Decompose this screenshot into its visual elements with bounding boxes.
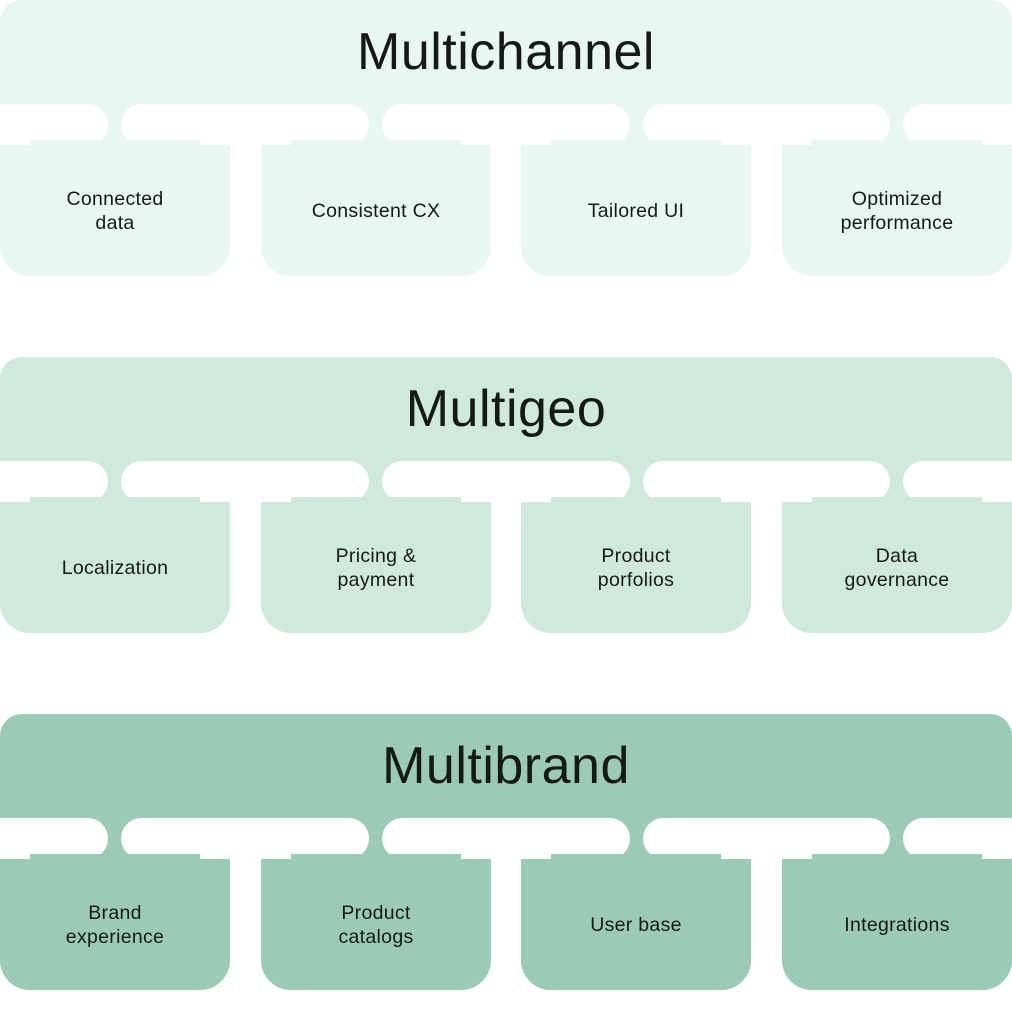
- item-card: Pricing & payment: [335, 544, 417, 591]
- item-card-body: [261, 145, 491, 276]
- item-card-body: [0, 502, 230, 633]
- item-card: Tailored UI: [587, 199, 685, 222]
- item-card-body: [261, 859, 491, 990]
- connector-gap: [643, 461, 890, 502]
- connector-gap: [382, 818, 630, 859]
- card-join: [30, 140, 200, 170]
- connector-gap: [643, 818, 890, 859]
- item-card-body: [782, 859, 1012, 990]
- item-card-body: [0, 859, 230, 990]
- section-multibrand: Multibrand Brand experience Product cata…: [0, 714, 1012, 991]
- item-card: User base: [590, 913, 682, 936]
- item-card: Brand experience: [65, 901, 165, 948]
- card-gap: [230, 854, 261, 991]
- card-join: [291, 497, 461, 527]
- card-join: [551, 140, 721, 170]
- section-title: Multigeo: [405, 380, 607, 438]
- connector-gap: [903, 104, 1012, 145]
- card-join: [291, 140, 461, 170]
- connector-gap: [121, 818, 369, 859]
- connector-gap: [382, 104, 630, 145]
- item-card: Consistent CX: [311, 199, 441, 222]
- section-multigeo: Multigeo Localization Pricing & payment …: [0, 357, 1012, 634]
- card-join: [812, 140, 982, 170]
- item-card: Integrations: [844, 913, 950, 936]
- item-card-body: [521, 502, 751, 633]
- card-gap: [751, 497, 782, 634]
- connector-gap: [0, 461, 108, 502]
- item-card: Data governance: [844, 544, 950, 591]
- connector-gap: [0, 818, 108, 859]
- connector-gap: [382, 461, 630, 502]
- card-join: [291, 854, 461, 884]
- section-title: Multibrand: [382, 737, 630, 795]
- item-card-body: [782, 502, 1012, 633]
- item-card: Product porfolios: [597, 544, 675, 591]
- item-card-body: [261, 502, 491, 633]
- item-card: Connected data: [66, 187, 164, 234]
- card-join: [30, 854, 200, 884]
- card-gap: [491, 140, 521, 277]
- item-card-body: [782, 145, 1012, 276]
- item-card-body: [0, 145, 230, 276]
- card-gap: [491, 854, 521, 991]
- section-title: Multichannel: [357, 23, 655, 81]
- card-join: [812, 854, 982, 884]
- item-card: Localization: [61, 556, 169, 579]
- card-gap: [751, 854, 782, 991]
- section-multichannel: Multichannel Connected data Consistent C…: [0, 0, 1012, 277]
- card-join: [812, 497, 982, 527]
- connector-gap: [643, 104, 890, 145]
- card-gap: [491, 497, 521, 634]
- card-gap: [230, 497, 261, 634]
- card-join: [551, 854, 721, 884]
- connector-gap: [903, 818, 1012, 859]
- item-card: Optimized performance: [840, 187, 954, 234]
- section-background: [0, 357, 1012, 634]
- card-gap: [230, 140, 261, 277]
- item-card-body: [521, 145, 751, 276]
- connector-gap: [903, 461, 1012, 502]
- item-card-body: [521, 859, 751, 990]
- card-join: [30, 497, 200, 527]
- connector-gap: [121, 104, 369, 145]
- section-background: [0, 0, 1012, 277]
- connector-gap: [121, 461, 369, 502]
- connector-gap: [0, 104, 108, 145]
- card-join: [551, 497, 721, 527]
- section-background: [0, 714, 1012, 991]
- item-card: Product catalogs: [338, 901, 414, 948]
- card-gap: [751, 140, 782, 277]
